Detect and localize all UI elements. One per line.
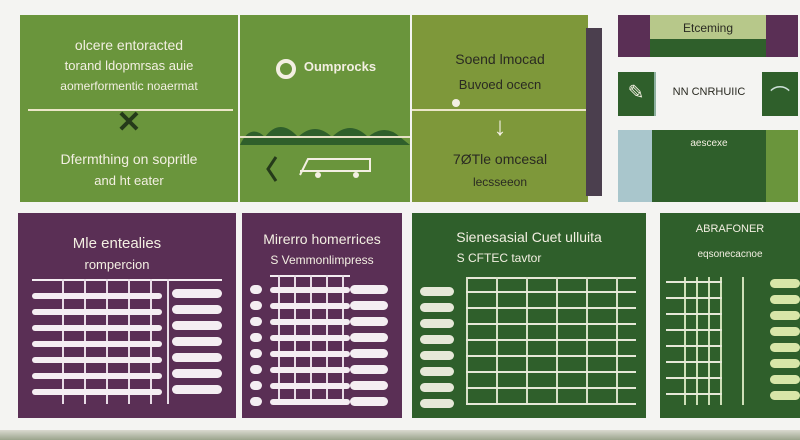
x-mark-icon: ✕	[116, 106, 142, 139]
table-grid	[250, 275, 400, 410]
top-panel-3-line-4: lecsseeon	[472, 175, 528, 189]
top-panel-2: Oumprocks	[240, 15, 410, 202]
bottom-panel-2: Mirerro homerrices S Vemmonlimpress	[242, 213, 402, 418]
side-card-3[interactable]: aescexe	[618, 130, 798, 202]
top-panel-3-side	[586, 28, 602, 196]
top-panel-2-title: Oumprocks	[303, 59, 377, 74]
top-panel-3-line-3: 7ØTle omcesal	[452, 151, 548, 167]
top-panel-3: Soend lmocad Buvoed ocecn ↓ 7ØTle omcesa…	[412, 15, 588, 202]
top-panel-1: olcere entoracted torand ldopmrsas auie …	[20, 15, 238, 202]
table-grid	[420, 273, 640, 413]
bar-grid	[666, 271, 800, 411]
bottom-panel-3-title: Sienesasial Cuet ulluita	[456, 229, 602, 245]
hills-icon	[240, 127, 410, 145]
side-card-2[interactable]: ✎ NN CNRHUIIC ⌒	[618, 72, 798, 116]
side-card-1[interactable]: Etceming	[618, 15, 798, 57]
pen-icon: ✎	[627, 82, 645, 104]
side-card-1-label: Etceming	[682, 21, 734, 35]
bottom-panel-2-subtitle: S Vemmonlimpress	[270, 253, 374, 267]
logo-icon	[276, 59, 296, 79]
bottom-panel-2-title: Mirerro homerrices	[263, 231, 381, 247]
dot-icon	[452, 99, 460, 107]
side-card-2-label: NN CNRHUIIC	[672, 86, 746, 98]
bottom-strip	[0, 430, 800, 440]
top-panel-1-line-2: torand ldopmrsas auie	[64, 58, 194, 73]
curve-icon: ⌒	[770, 86, 790, 108]
bottom-panel-4: ABRAFONER eqsonecacnoe	[660, 213, 800, 418]
top-panel-1-line-4: Dfermthing on sopritle	[60, 151, 198, 167]
table-grid	[32, 279, 232, 409]
top-panel-1-line-3: aomerformentic noaermat	[60, 79, 198, 93]
divider-line	[412, 109, 588, 111]
truck-icon	[266, 156, 371, 182]
divider-line	[28, 109, 233, 111]
top-panel-1-line-5: and ht eater	[94, 173, 164, 188]
bottom-panel-4-subtitle: eqsonecacnoe	[697, 249, 763, 260]
top-panel-3-line-2: Buvoed ocecn	[458, 77, 542, 92]
bottom-panel-1: Mle entealies rompercion	[18, 213, 236, 418]
top-panel-3-line-1: Soend lmocad	[455, 51, 545, 67]
bottom-panel-3-subtitle: S CFTEC tavtor	[456, 251, 542, 265]
bottom-panel-1-subtitle: rompercion	[84, 257, 150, 272]
top-panel-1-line-1: olcere entoracted	[74, 37, 184, 53]
bottom-panel-1-title: Mle entealies	[72, 235, 162, 252]
side-card-3-label: aescexe	[690, 138, 728, 149]
bottom-panel-4-title: ABRAFONER	[695, 223, 765, 235]
down-arrow-icon: ↓	[493, 111, 507, 141]
bottom-panel-3: Sienesasial Cuet ulluita S CFTEC tavtor	[412, 213, 646, 418]
